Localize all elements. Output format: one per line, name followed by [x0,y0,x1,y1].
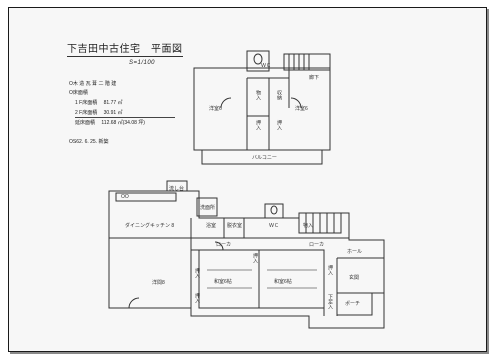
floor1-japanese-room1-label: 和室6帖 [214,279,232,285]
floor1-bath-label: 浴室 [206,223,217,229]
floor1-shoe-closet-label: 下足入 [327,294,333,309]
floor1-western-room-label: 洋間8 [152,280,165,286]
floor1-washroom-label: 洗面所 [200,205,216,211]
floor1-porch-label: ポーチ [345,301,361,307]
floor1-cooktop-label: OO [121,194,129,200]
floor2-room-left-label: 洋室6 [209,106,222,112]
floor-plan-drawing [108,50,385,329]
floor2-closet-label: 物入 [255,90,261,100]
info-built: OS62. 6. 25. 新築 [69,139,109,145]
plan-scale: S=1/100 [129,60,156,66]
floor1-japanese-room2-label: 和室6帖 [274,279,292,285]
floor2-stair-top [283,53,331,71]
floor1-oshiire1-label: 押入 [194,268,200,278]
floor2-wc-label: ＷＣ [261,63,272,69]
floor1-dining-label: ダイニングキッチン 8 [125,223,175,229]
floor1-kitchen-unit-label: 流し台 [169,186,185,192]
floor1-wc-label: ＷＣ [269,223,280,229]
floor2-balcony-label: バルコニー [252,155,277,161]
info-floor1: 1 F床面積 81.77 ㎡ [75,100,123,106]
floor2-storage-label: 収納 [276,90,282,100]
floor2-toilet-bowl [253,53,263,65]
document-sheet: 下吉田中古住宅 平面図 S=1/100 O木 造 瓦 葺 二 階 建 O床面積 … [8,7,487,352]
floor2-balcony [201,149,323,165]
floor1-oshiire3-label: 押入 [252,253,258,263]
info-floor2: 2 F床面積 30.91 ㎡ [75,110,123,116]
floor2-oshiire-left-label: 押入 [255,120,261,130]
floor2-wc [246,50,270,72]
floor1-closet-label: 物入 [303,223,314,229]
plan-title: 下吉田中古住宅 平面図 [67,40,183,57]
floor1-oshiire4-label: 押入 [327,265,333,275]
info-floor-area-label: O床面積 [69,90,88,96]
floor1-oshiire2-label: 押入 [194,293,200,303]
floor2-room-right-label: 洋室6 [295,106,308,112]
floor1-corridor-label: ローカ [216,242,232,248]
floor2-oshiire-right-label: 押入 [276,120,282,130]
info-total: 延床面積 112.68 ㎡(34.08 坪) [75,120,145,126]
floor2-hall-label: 廊下 [309,75,320,81]
info-structure: O木 造 瓦 葺 二 階 建 [69,81,117,87]
floor1-entrance-label: 玄関 [349,275,360,281]
floor1-hall-label: ホール [347,249,363,255]
floor1-outline [108,190,385,329]
info-total-rule [75,117,175,118]
floor1-corridor-right-label: ローカ [309,242,325,248]
floor1-changing-label: 脱衣室 [227,223,243,229]
